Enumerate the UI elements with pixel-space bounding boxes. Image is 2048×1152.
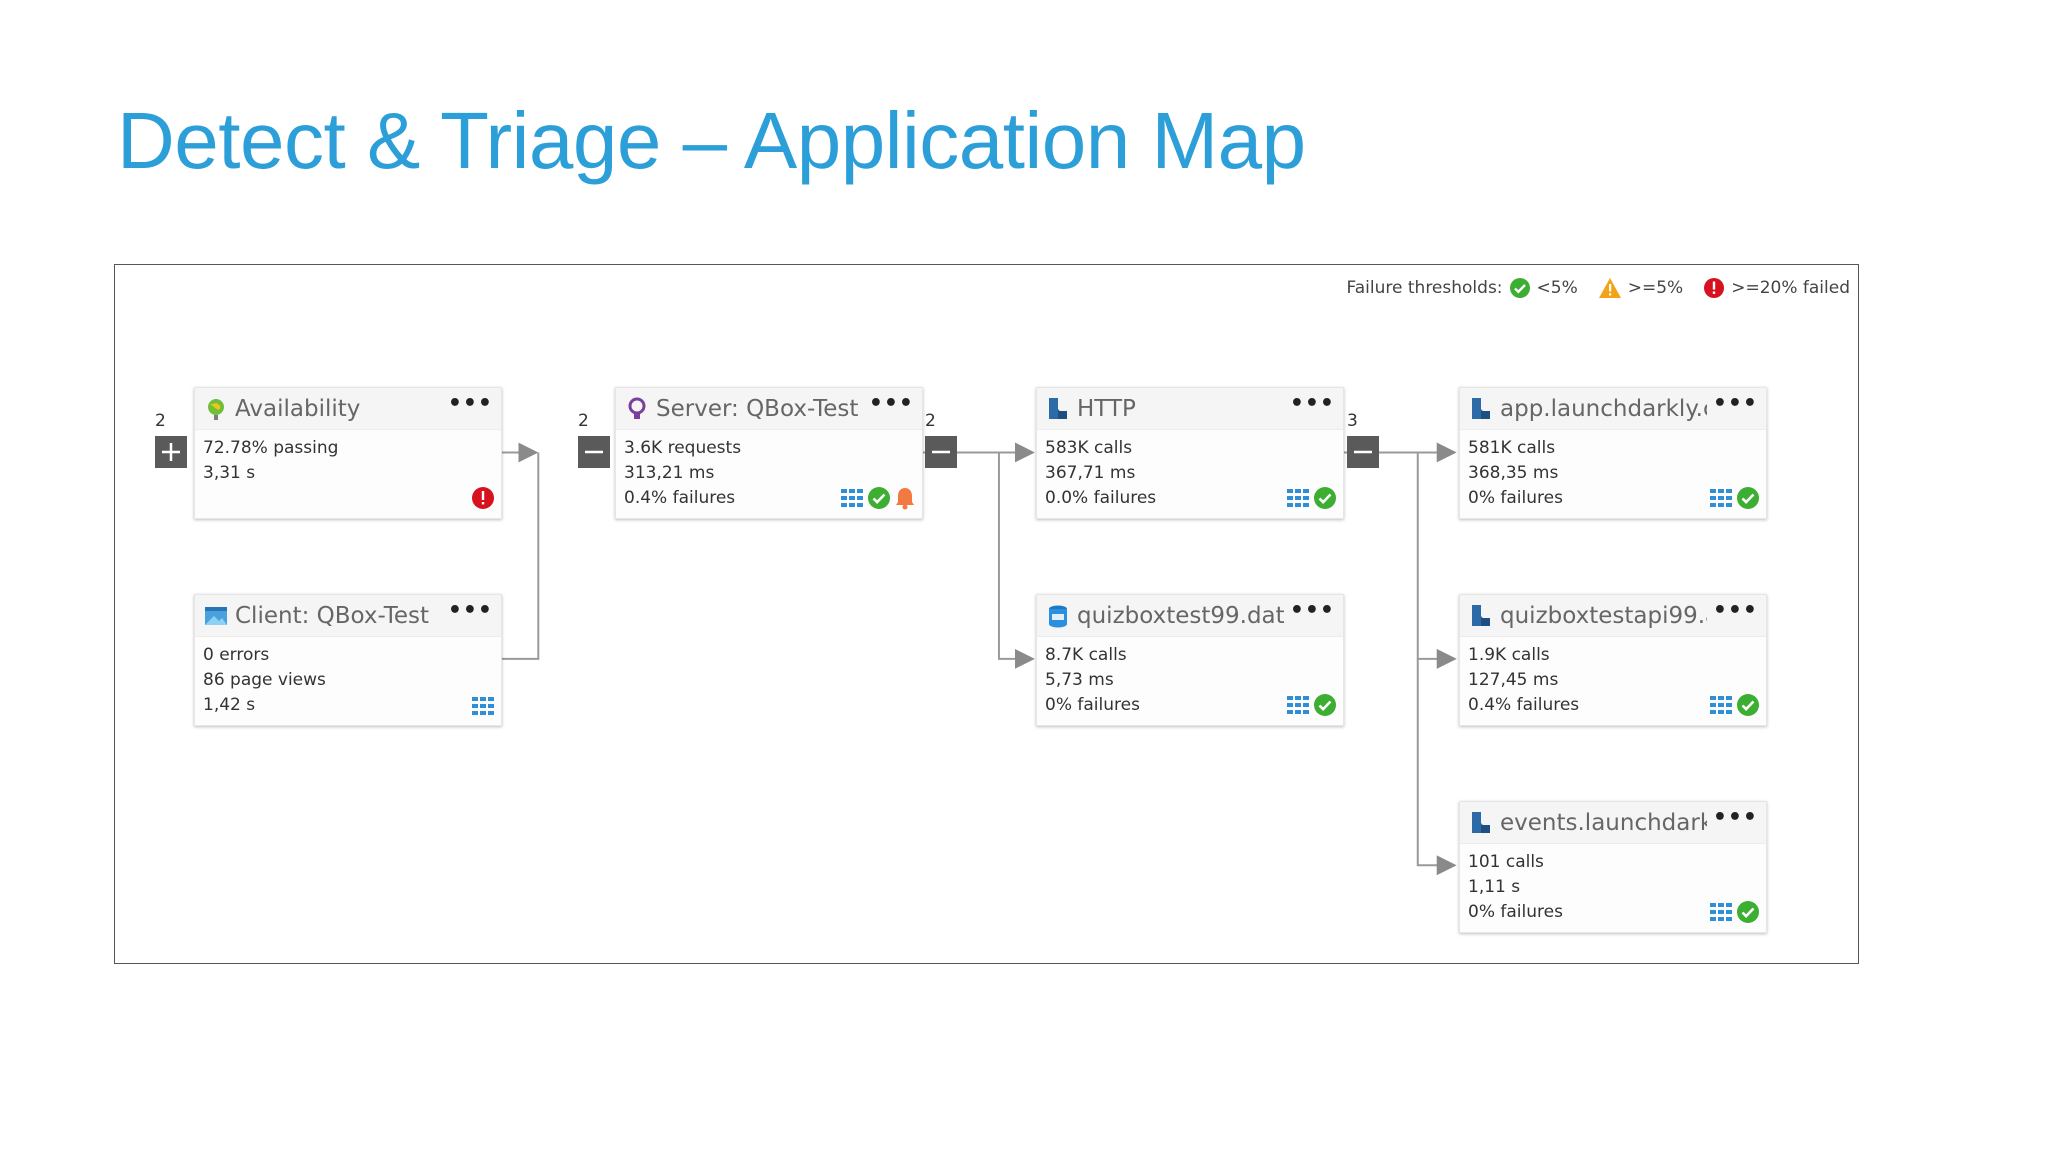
metric-line: 0% failures [1045, 695, 1140, 715]
more-options-button[interactable]: ••• [447, 597, 493, 623]
legend-error-label: >=20% failed [1731, 278, 1850, 298]
legend-warn-label: >=5% [1627, 278, 1684, 298]
metric-line: 0.4% failures [1468, 695, 1580, 715]
server-count: 2 [578, 411, 589, 431]
metric-line: 8.7K calls [1045, 645, 1127, 665]
more-options-button[interactable]: ••• [868, 390, 914, 416]
metric-line: 5,73 ms [1045, 670, 1114, 690]
dependency-icon [1468, 396, 1494, 422]
collapse-button-http-deps[interactable] [1347, 436, 1379, 468]
check-circle-icon [1314, 487, 1336, 509]
node-http[interactable]: HTTP ••• 583K calls 367,71 ms 0.0% failu… [1036, 387, 1344, 519]
metric-line: 3.6K requests [624, 438, 742, 458]
metric-line: 1,11 s [1468, 877, 1521, 897]
metric-line: 1.9K calls [1468, 645, 1550, 665]
metric-line: 0.4% failures [624, 488, 736, 508]
legend-ok-label: <5% [1536, 278, 1578, 298]
availability-count: 2 [155, 411, 166, 431]
lightbulb-icon [624, 396, 650, 422]
more-options-button[interactable]: ••• [447, 390, 493, 416]
minus-icon [1354, 450, 1372, 454]
edge-http-launchdarkly-events [1416, 658, 1457, 876]
node-sql-database[interactable]: quizboxtest99.data... ••• 8.7K calls 5,7… [1036, 594, 1344, 726]
node-title: quizboxtestapi99.a... [1500, 602, 1707, 629]
node-title: app.launchdarkly.c... [1500, 395, 1707, 422]
metric-line: 0% failures [1468, 488, 1563, 508]
sql-database-icon [1045, 603, 1071, 629]
metric-line: 581K calls [1468, 438, 1556, 458]
metric-line: 368,35 ms [1468, 463, 1559, 483]
grid-icon[interactable] [1286, 487, 1310, 509]
node-availability[interactable]: Availability ••• 72.78% passing 3,31 s [194, 387, 502, 519]
metric-line: 367,71 ms [1045, 463, 1136, 483]
node-title: Availability [235, 395, 361, 422]
grid-icon[interactable] [471, 695, 495, 717]
node-title: HTTP [1077, 395, 1136, 422]
check-circle-icon [1737, 694, 1759, 716]
node-launchdarkly-app[interactable]: app.launchdarkly.c... ••• 581K calls 368… [1459, 387, 1767, 519]
application-map: Failure thresholds: <5% >=5% >=20% faile… [114, 264, 1859, 964]
node-server[interactable]: Server: QBox-Test ••• 3.6K requests 313,… [615, 387, 923, 519]
dependency-icon [1468, 603, 1494, 629]
legend-label: Failure thresholds: [1346, 278, 1503, 298]
node-launchdarkly-events[interactable]: events.launchdarkl... ••• 101 calls 1,11… [1459, 801, 1767, 933]
metric-line: 127,45 ms [1468, 670, 1559, 690]
metric-line: 86 page views [203, 670, 326, 690]
more-options-button[interactable]: ••• [1289, 390, 1335, 416]
check-circle-icon [868, 487, 890, 509]
collapse-button-server-deps[interactable] [925, 436, 957, 468]
dependency-icon [1045, 396, 1071, 422]
node-title: quizboxtest99.data... [1077, 602, 1284, 629]
more-options-button[interactable]: ••• [1712, 390, 1758, 416]
more-options-button[interactable]: ••• [1289, 597, 1335, 623]
grid-icon[interactable] [1286, 694, 1310, 716]
error-circle-icon [1704, 278, 1725, 298]
node-quizboxtestapi[interactable]: quizboxtestapi99.a... ••• 1.9K calls 127… [1459, 594, 1767, 726]
node-title: Client: QBox-Test [235, 602, 429, 629]
edge-server-sql [997, 452, 1035, 669]
globe-icon [203, 396, 229, 422]
grid-icon[interactable] [1709, 694, 1733, 716]
browser-icon [203, 603, 229, 629]
node-title: Server: QBox-Test [656, 395, 859, 422]
metric-line: 72.78% passing [203, 438, 339, 458]
failure-threshold-legend: Failure thresholds: <5% >=5% >=20% faile… [1347, 277, 1850, 299]
node-title: events.launchdarkl... [1500, 809, 1707, 836]
metric-line: 101 calls [1468, 852, 1544, 872]
edge-client-server [500, 452, 540, 660]
alert-bell-icon[interactable] [894, 486, 916, 510]
http-out-count: 3 [1347, 411, 1358, 431]
check-circle-icon [1509, 278, 1530, 298]
edge-http-quizboxtestapi [1416, 452, 1457, 669]
metric-line: 0 errors [203, 645, 270, 665]
check-circle-icon [1737, 901, 1759, 923]
metric-line: 0% failures [1468, 902, 1563, 922]
expand-button[interactable] [155, 436, 187, 468]
check-circle-icon [1314, 694, 1336, 716]
dependency-icon [1468, 810, 1494, 836]
grid-icon[interactable] [840, 487, 864, 509]
minus-icon [932, 450, 950, 454]
error-circle-icon [472, 487, 494, 509]
metric-line: 3,31 s [203, 463, 256, 483]
check-circle-icon [1737, 487, 1759, 509]
slide-title: Detect & Triage – Application Map [117, 96, 1306, 185]
plus-icon [162, 443, 180, 461]
warning-triangle-icon [1598, 278, 1621, 298]
grid-icon[interactable] [1709, 487, 1733, 509]
more-options-button[interactable]: ••• [1712, 804, 1758, 830]
more-options-button[interactable]: ••• [1712, 597, 1758, 623]
collapse-button-server[interactable] [578, 436, 610, 468]
metric-line: 583K calls [1045, 438, 1133, 458]
minus-icon [585, 450, 603, 454]
node-client[interactable]: Client: QBox-Test ••• 0 errors 86 page v… [194, 594, 502, 726]
server-out-count: 2 [925, 411, 936, 431]
metric-line: 313,21 ms [624, 463, 715, 483]
metric-line: 1,42 s [203, 695, 256, 715]
metric-line: 0.0% failures [1045, 488, 1157, 508]
grid-icon[interactable] [1709, 901, 1733, 923]
